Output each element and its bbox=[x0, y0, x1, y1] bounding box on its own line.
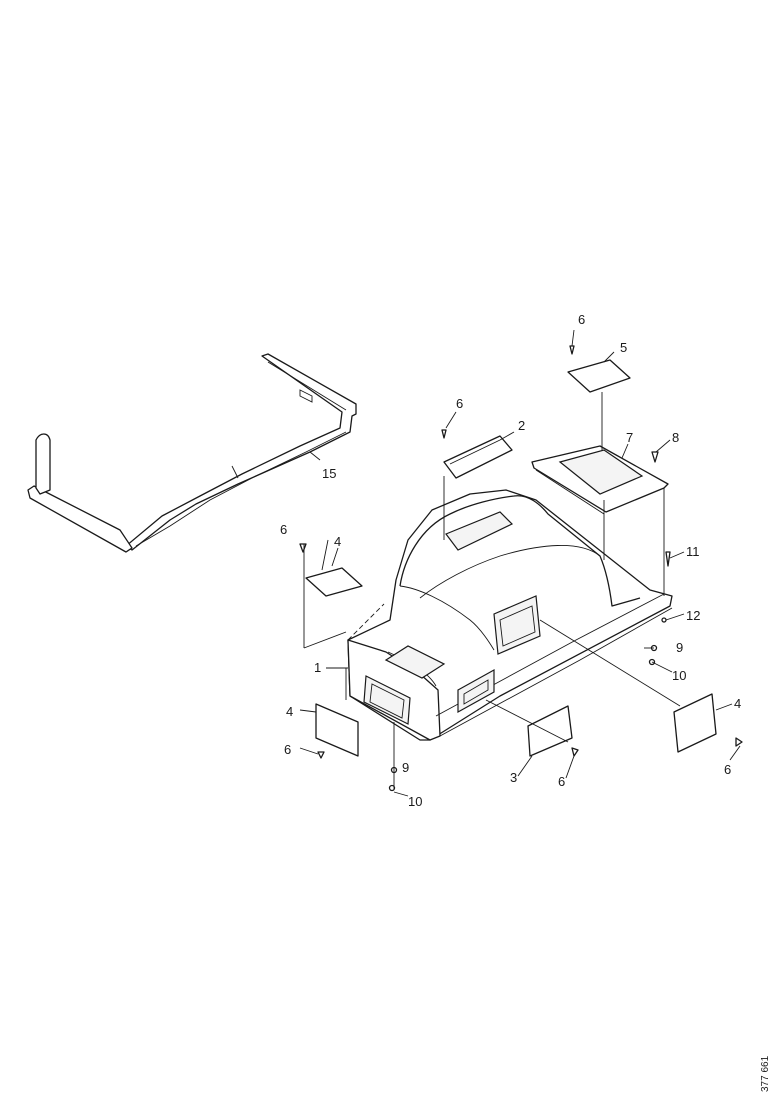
callout-10: 10 bbox=[408, 794, 422, 809]
callout-6: 6 bbox=[558, 774, 565, 789]
callout-1: 1 bbox=[314, 660, 321, 675]
roof-vent-part-2 bbox=[443, 435, 513, 479]
callout-4: 4 bbox=[334, 534, 341, 549]
callout-6: 6 bbox=[724, 762, 731, 777]
callout-10: 10 bbox=[672, 668, 686, 683]
callout-5: 5 bbox=[620, 340, 627, 355]
callout-3: 3 bbox=[510, 770, 517, 785]
frame-rail-part-15 bbox=[27, 353, 357, 553]
callout-4: 4 bbox=[734, 696, 741, 711]
fasteners bbox=[299, 345, 743, 792]
callout-4: 4 bbox=[286, 704, 293, 719]
callout-6: 6 bbox=[280, 522, 287, 537]
callout-7: 7 bbox=[626, 430, 633, 445]
panel-part-4-top bbox=[305, 567, 363, 597]
callout-15: 15 bbox=[322, 466, 336, 481]
callout-6: 6 bbox=[456, 396, 463, 411]
callout-9: 9 bbox=[402, 760, 409, 775]
panel-part-4-right bbox=[673, 693, 717, 753]
top-panel-part-5 bbox=[567, 359, 631, 393]
callout-6: 6 bbox=[578, 312, 585, 327]
drawing-reference-number: 377 661 bbox=[760, 1055, 771, 1092]
callout-9: 9 bbox=[676, 640, 683, 655]
hatch-frame-part-7 bbox=[531, 445, 669, 515]
callout-labels: 6 5 6 2 7 8 15 6 4 11 12 9 1 10 4 4 6 9 … bbox=[280, 312, 741, 809]
callout-12: 12 bbox=[686, 608, 700, 623]
cab-body-part-1 bbox=[347, 489, 673, 741]
callout-2: 2 bbox=[518, 418, 525, 433]
leader-lines bbox=[299, 329, 741, 797]
panel-part-4-left bbox=[315, 703, 359, 757]
callout-11: 11 bbox=[686, 544, 700, 559]
panel-part-3 bbox=[527, 705, 573, 757]
callout-8: 8 bbox=[672, 430, 679, 445]
callout-6: 6 bbox=[284, 742, 291, 757]
